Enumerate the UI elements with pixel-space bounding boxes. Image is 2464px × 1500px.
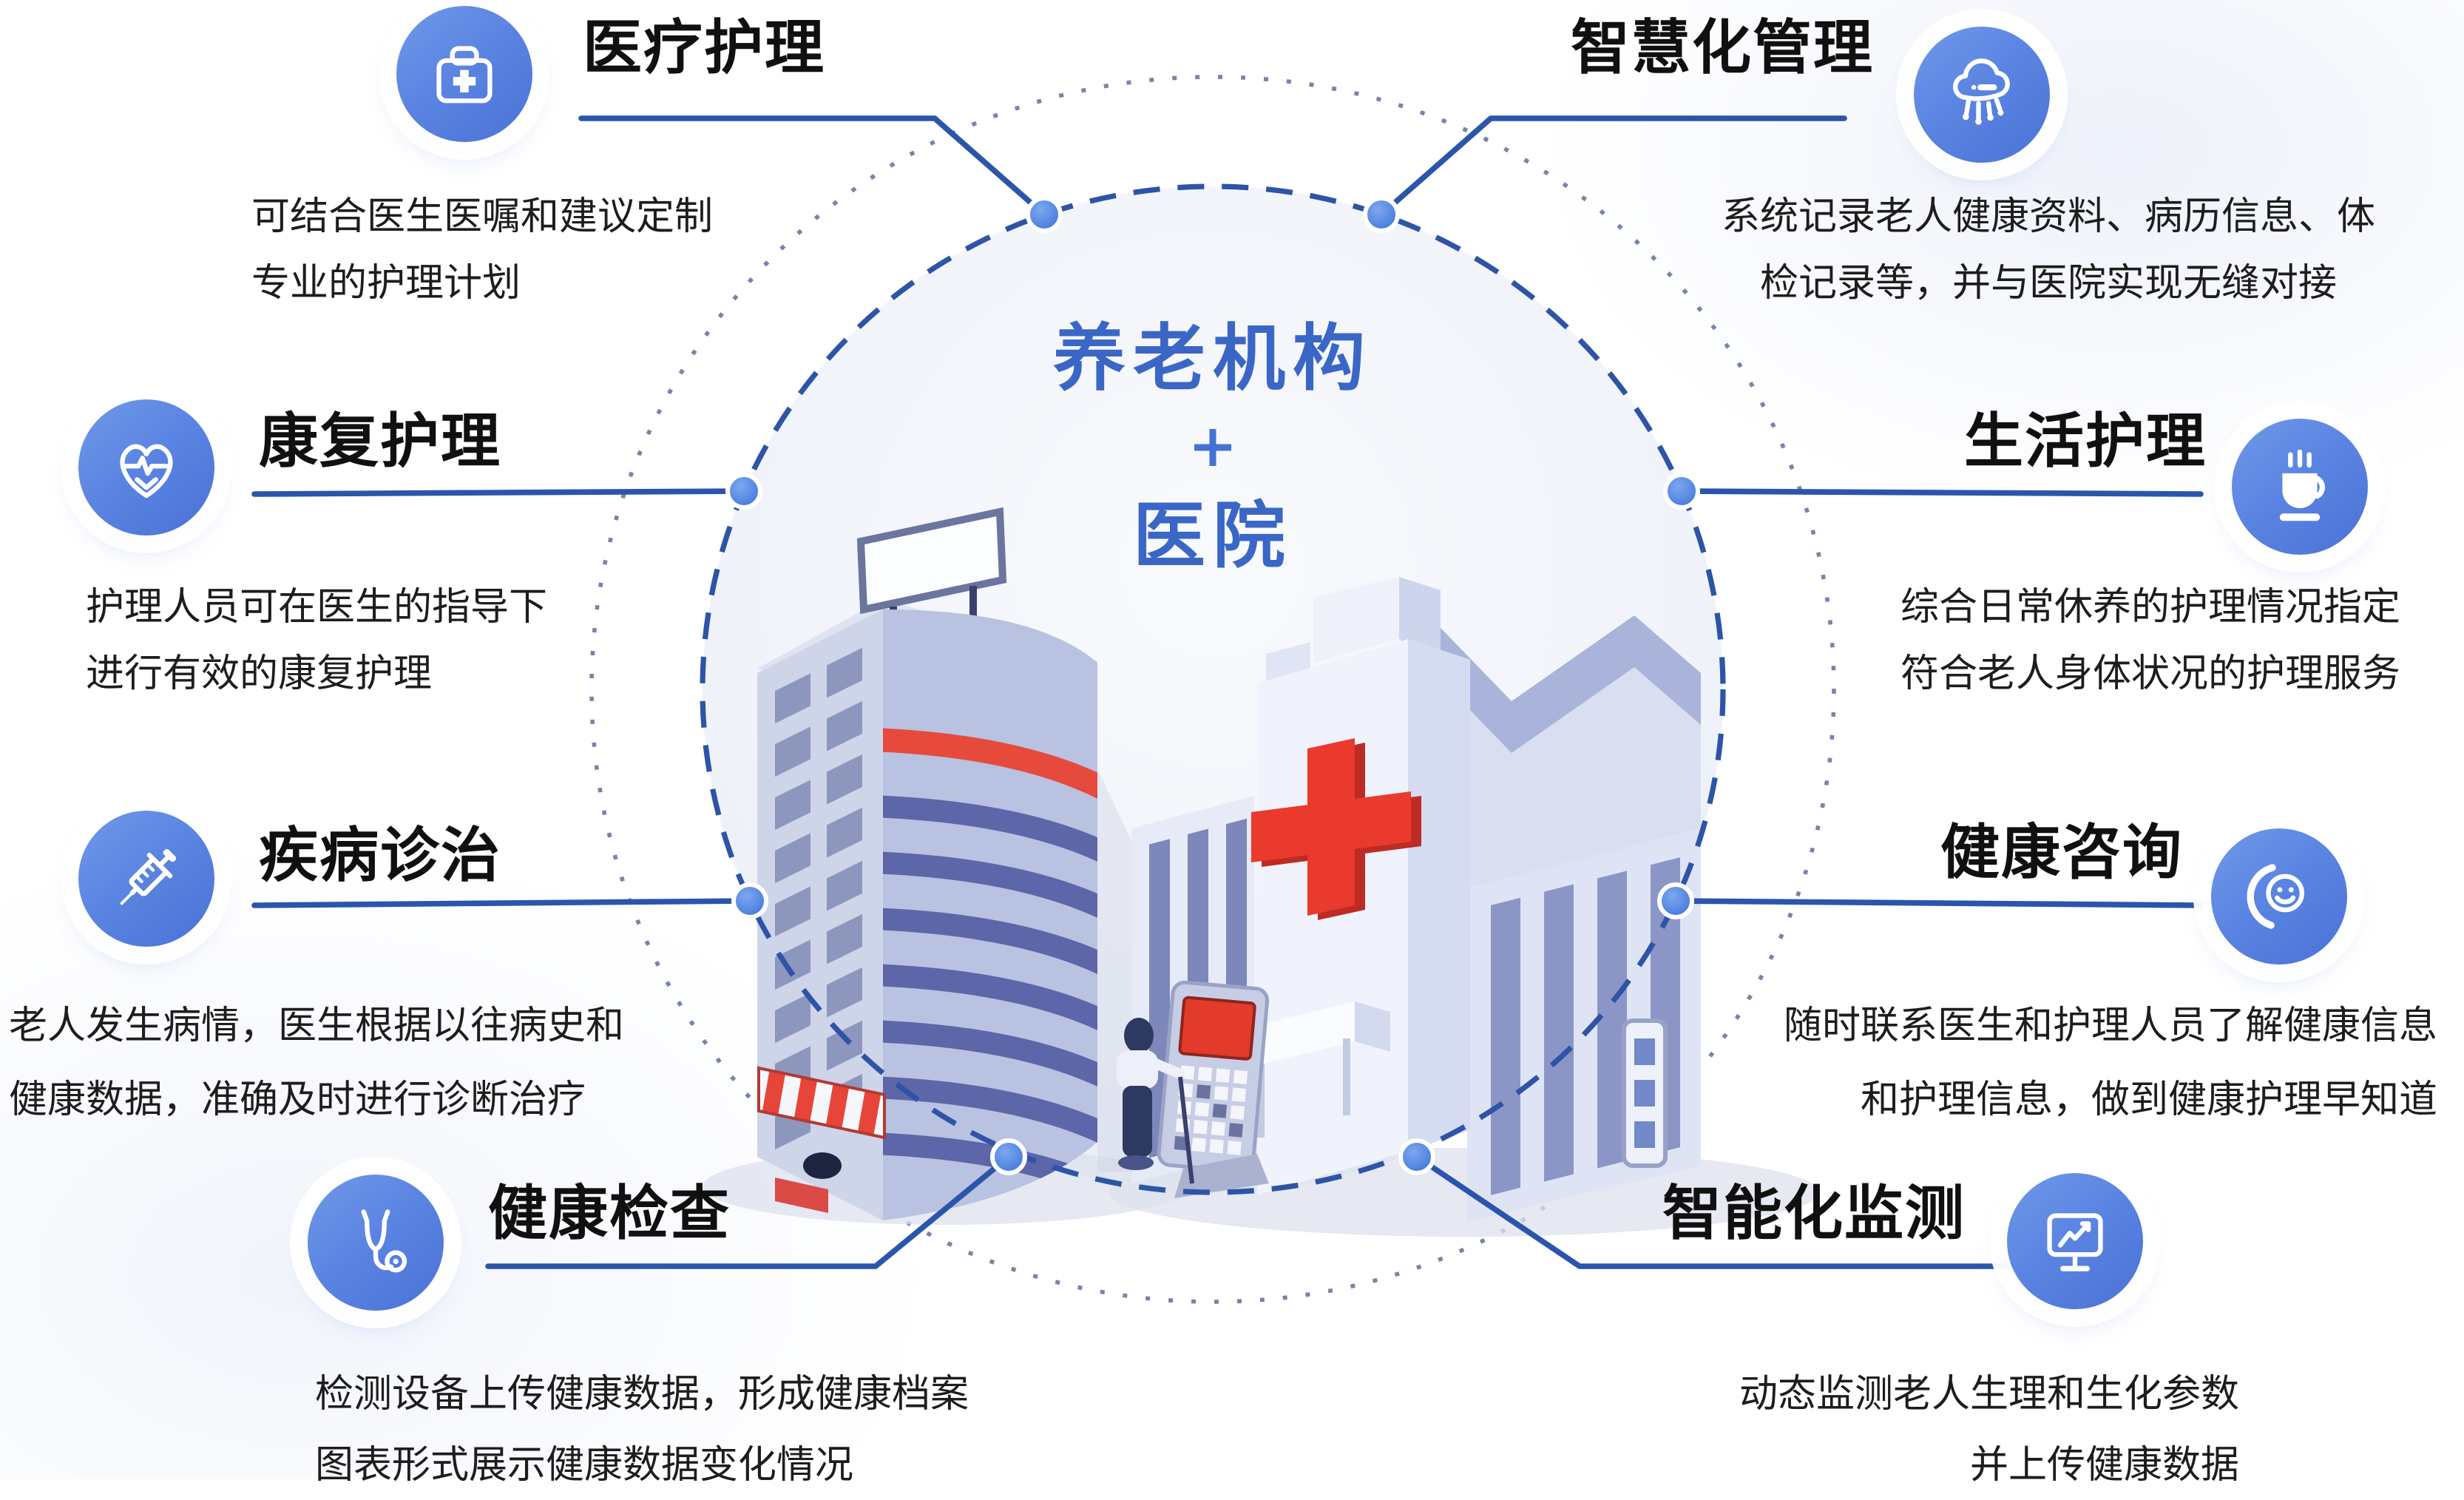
feature-title: 健康咨询 [1940, 821, 2183, 886]
striped-awning [757, 1066, 886, 1140]
feature-desc: 系统记录老人健康资料、病历信息、体 检记录等，并与医院实现无缝对接 [1721, 194, 2375, 305]
feature-title: 生活护理 [1964, 410, 2207, 475]
feature-desc: 随时联系医生和护理人员了解健康信息 和护理信息，做到健康护理早知道 [1783, 1003, 2437, 1121]
connector-health-consult [1673, 898, 2204, 908]
heart-pulse-icon [78, 399, 214, 536]
billboard [856, 507, 1007, 615]
info-kiosk [1157, 980, 1270, 1198]
first-aid-kit-icon [396, 6, 532, 142]
phone-face-icon [2211, 828, 2347, 964]
center-title-line1: 养老机构 [1052, 315, 1373, 401]
connector-smart-monitoring [1414, 1154, 2038, 1269]
care-home-building [757, 507, 1097, 1220]
stethoscope-icon [308, 1175, 444, 1311]
elderly-person [1117, 1018, 1194, 1184]
red-cross [1251, 738, 1421, 920]
connector-smart-management [1378, 115, 1847, 217]
feature-title: 健康检查 [488, 1182, 731, 1247]
feature-title: 智慧化管理 [1571, 16, 1874, 81]
connector-rehab-care [251, 488, 747, 497]
center-title-line2: 医院 [1132, 492, 1293, 578]
connection-dots [725, 196, 1700, 1175]
feature-desc: 动态监测老人生理和生化参数 并上传健康数据 [1739, 1371, 2239, 1487]
feature-title: 医疗护理 [583, 16, 825, 81]
hospital-building [1131, 577, 1701, 1222]
window-grid [775, 647, 862, 1150]
coffee-cup-icon [2232, 419, 2368, 555]
outer-dotted-circle [589, 75, 1836, 1304]
monitor-chart-icon [2007, 1173, 2143, 1309]
connector-lines [251, 115, 2204, 1269]
connector-health-check [485, 1154, 1012, 1269]
syringe-icon [78, 811, 214, 947]
smart-cloud-icon [1914, 27, 2050, 163]
buildings-illustration [703, 507, 1819, 1237]
connector-life-care [1679, 488, 2204, 497]
center-title: 养老机构 + 医院 [917, 315, 1509, 578]
feature-desc: 可结合医生医嘱和建议定制 专业的护理计划 [251, 194, 714, 305]
dashed-circle [700, 183, 1726, 1195]
band-windows [883, 728, 1097, 1202]
feature-title: 疾病诊治 [259, 824, 501, 889]
feature-desc: 护理人员可在医生的指导下 进行有效的康复护理 [86, 584, 548, 695]
feature-title: 康复护理 [259, 410, 501, 475]
connector-disease-treatment [251, 898, 753, 908]
feature-desc: 检测设备上传健康数据，形成健康档案 图表形式展示健康数据变化情况 [315, 1371, 969, 1487]
connector-medical-care [578, 115, 1047, 217]
feature-title: 智能化监测 [1662, 1182, 1966, 1247]
center-plus: + [1188, 411, 1238, 481]
feature-desc: 老人发生病情，医生根据以往病史和 健康数据，准确及时进行诊断治疗 [9, 1003, 625, 1121]
feature-desc: 综合日常休养的护理情况指定 符合老人身体状况的护理服务 [1900, 584, 2400, 695]
